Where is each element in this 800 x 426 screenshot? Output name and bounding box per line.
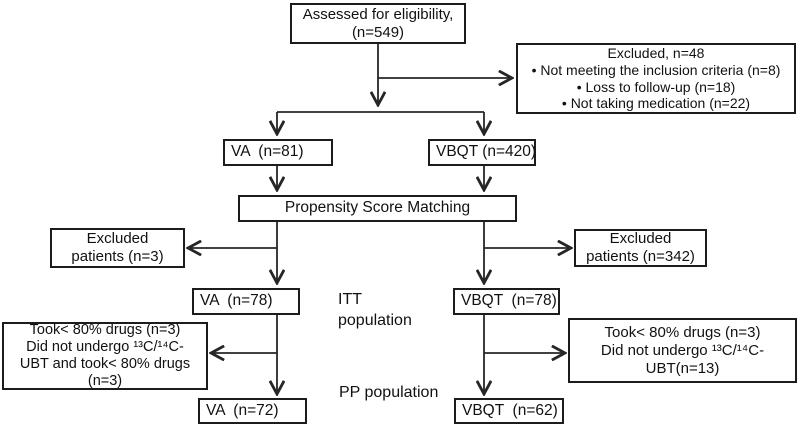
- box-excluded-patients-left: Excluded patients (n=3): [50, 228, 185, 268]
- box-vbqt-n62: VBQT (n=62): [454, 398, 564, 424]
- box-text: VBQT (n=78): [461, 292, 557, 310]
- label-text: PP population: [339, 384, 439, 401]
- box-text: Propensity Score Matching: [284, 199, 471, 217]
- box-va-n78: VA (n=78): [192, 288, 300, 315]
- box-va-n81: VA (n=81): [223, 139, 333, 166]
- box-text: Took< 80% drugs (n=3): [604, 323, 761, 341]
- box-text: (n=549): [351, 23, 405, 41]
- box-text: Did not undergo ¹³C/¹⁴C-: [26, 339, 184, 356]
- box-text: • Not taking medication (n=22): [561, 95, 751, 112]
- box-text: Excluded: [609, 230, 672, 247]
- box-text: UBT(n=13): [645, 359, 720, 377]
- box-text: VA (n=72): [206, 401, 279, 419]
- box-text: Took< 80% drugs (n=3): [29, 322, 181, 339]
- box-excluded-top: Excluded, n=48 • Not meeting the inclusi…: [516, 43, 796, 114]
- box-excluded-patients-right: Excluded patients (n=342): [574, 229, 707, 267]
- box-text: VA (n=81): [231, 143, 304, 161]
- box-text: (n=3): [87, 372, 123, 389]
- box-text: VBQT (n=420): [436, 143, 537, 161]
- box-text: UBT and took< 80% drugs: [19, 356, 191, 372]
- box-text: Excluded, n=48: [607, 44, 705, 61]
- label-pp-population: PP population: [339, 383, 438, 404]
- box-text: patients (n=342): [586, 248, 695, 265]
- label-text: population: [338, 311, 412, 329]
- box-text: VA (n=78): [200, 292, 273, 310]
- box-text: • Loss to follow-up (n=18): [576, 78, 736, 95]
- box-took-drugs-right: Took< 80% drugs (n=3) Did not undergo ¹³…: [568, 318, 797, 383]
- box-text: VBQT (n=62): [462, 401, 558, 419]
- box-vbqt-n420: VBQT (n=420): [428, 139, 536, 166]
- box-text: • Not meeting the inclusion criteria (n=…: [531, 61, 781, 78]
- box-text: Excluded: [86, 230, 149, 247]
- label-itt-population: ITT population: [338, 290, 412, 332]
- box-took-drugs-left: Took< 80% drugs (n=3) Did not undergo ¹³…: [2, 322, 208, 390]
- box-assessed-eligibility: Assessed for eligibility, (n=549): [290, 3, 466, 44]
- box-propensity-score-matching: Propensity Score Matching: [238, 195, 517, 222]
- box-vbqt-n78: VBQT (n=78): [453, 288, 560, 315]
- box-text: Did not undergo ¹³C/¹⁴C-: [600, 341, 765, 359]
- label-text: ITT: [338, 291, 362, 308]
- box-text: Assessed for eligibility,: [302, 5, 454, 23]
- box-text: patients (n=3): [71, 248, 164, 265]
- box-va-n72: VA (n=72): [198, 398, 307, 424]
